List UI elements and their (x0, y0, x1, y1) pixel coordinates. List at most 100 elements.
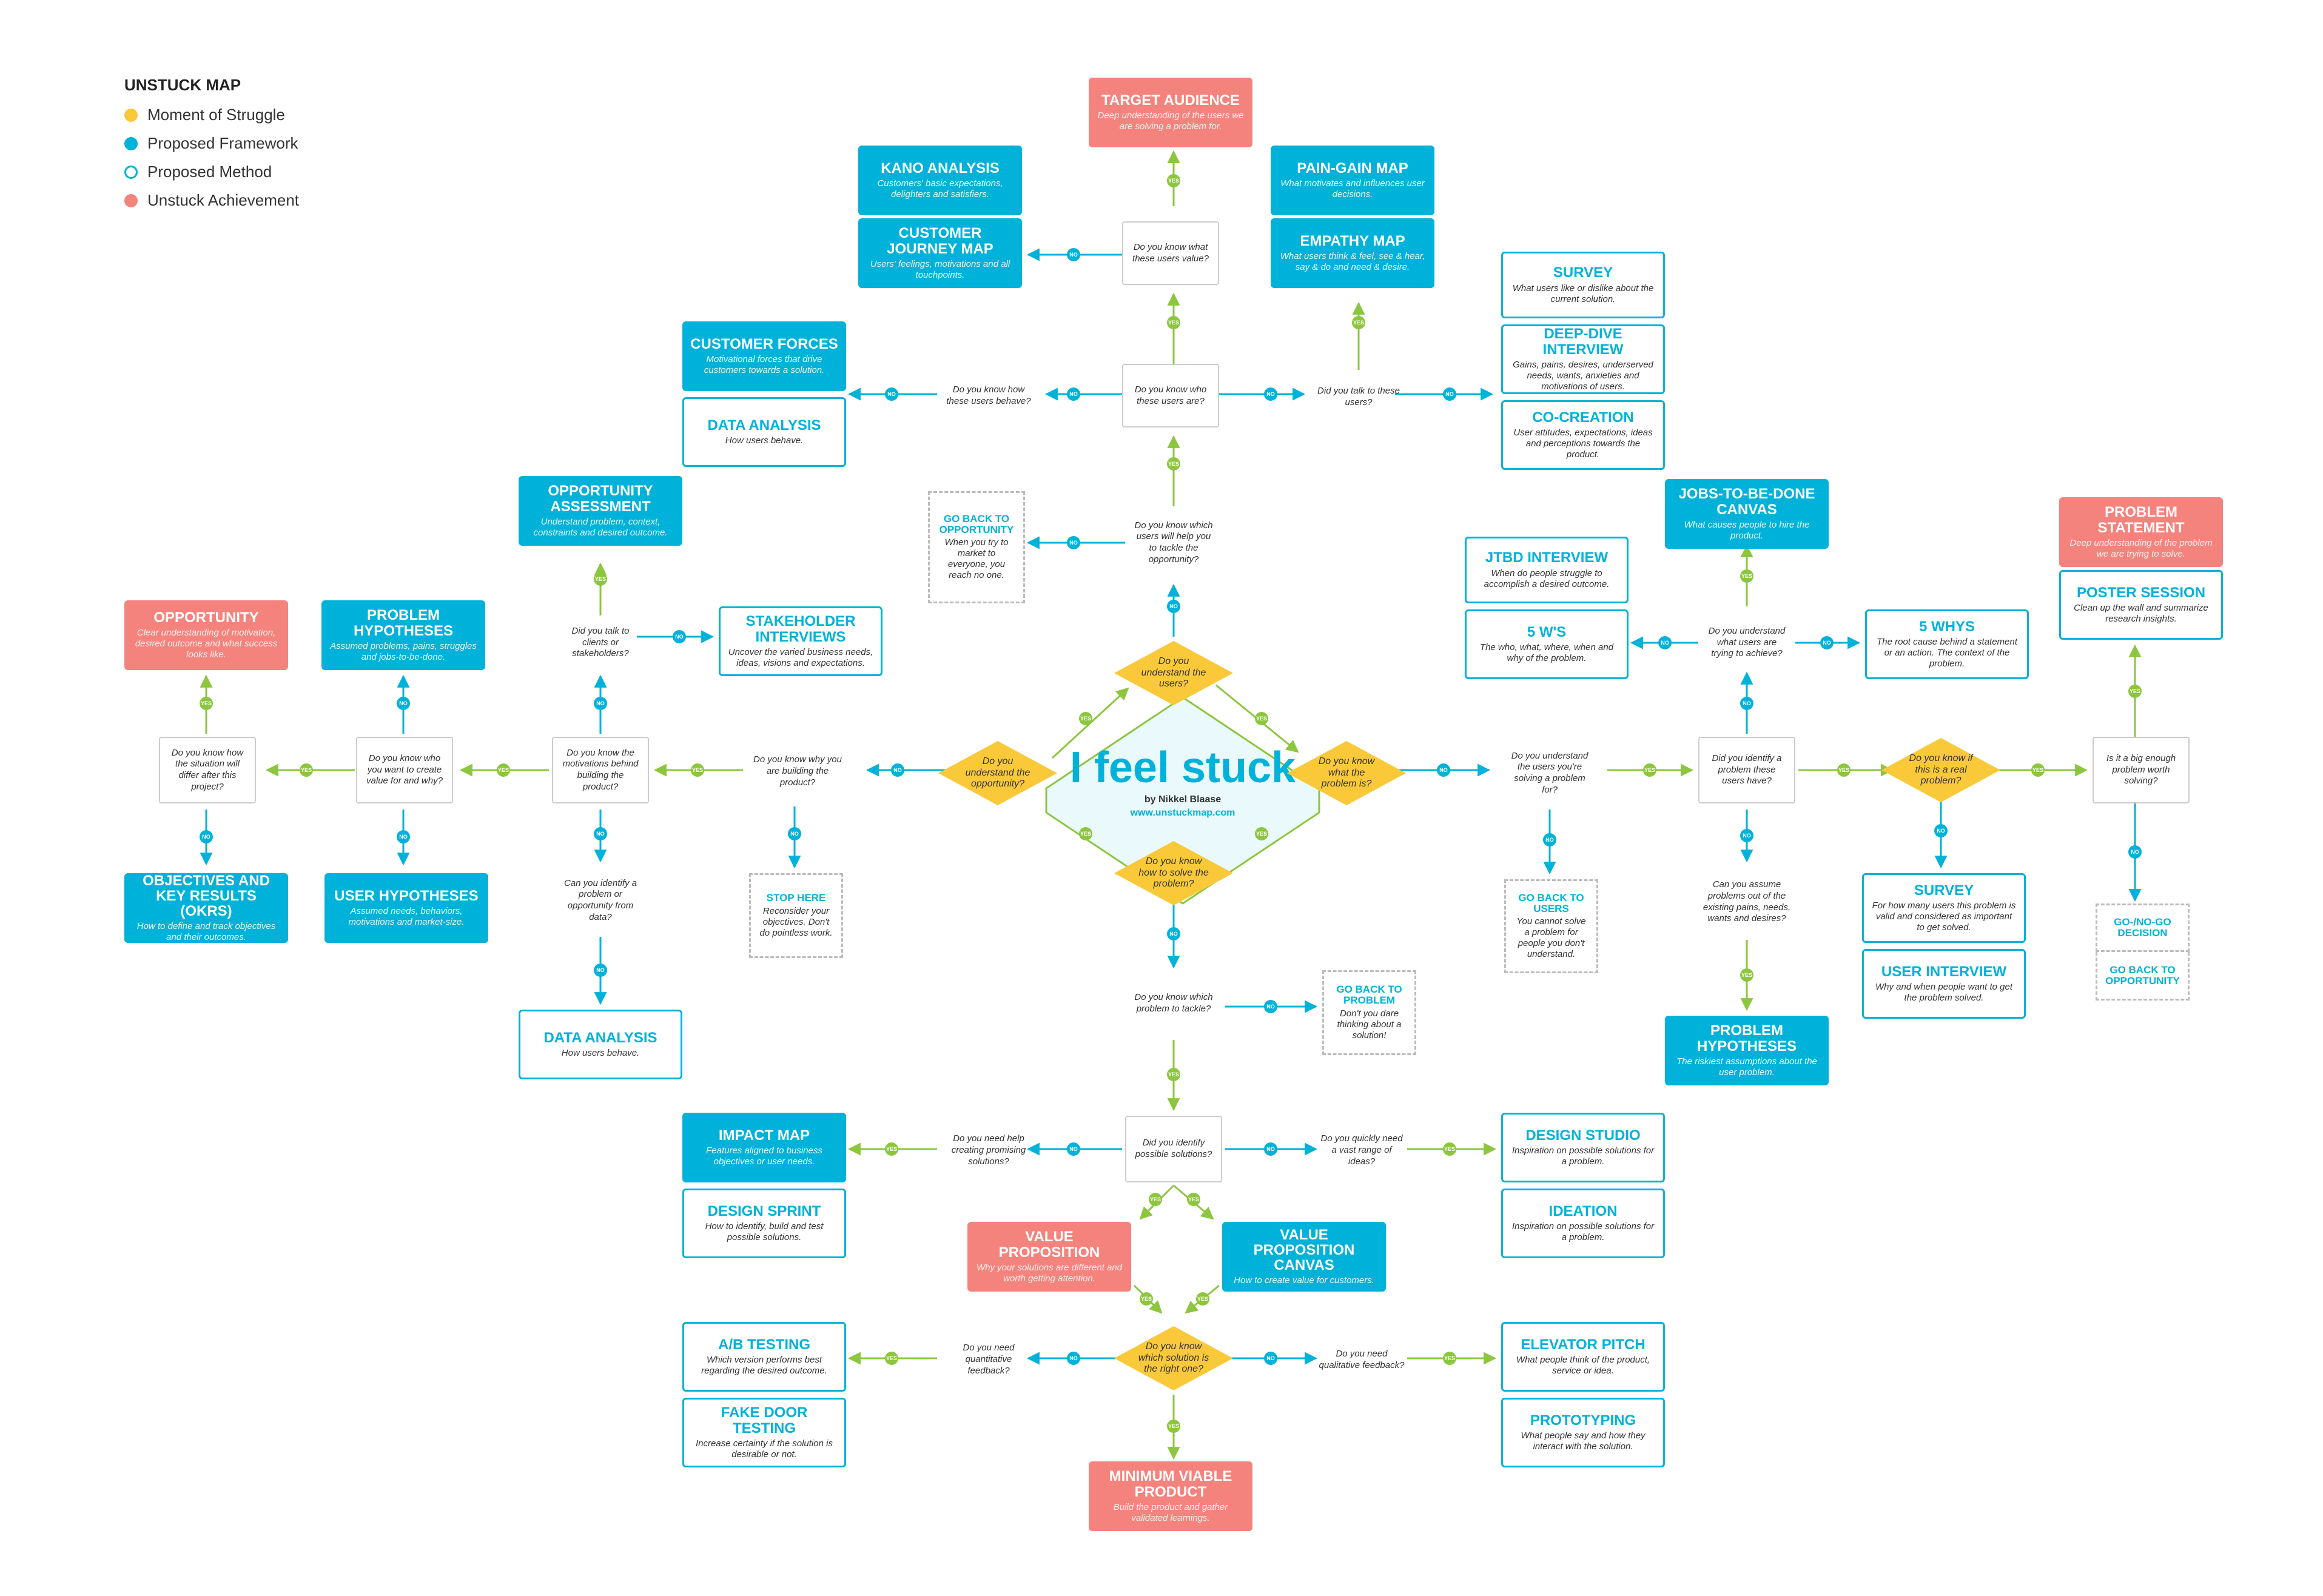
framework-impact-map[interactable]: IMPACT MAP Features aligned to business … (682, 1113, 846, 1182)
achievement-value-proposition[interactable]: VALUE PROPOSITION Why your solutions are… (967, 1222, 1131, 1292)
framework-kano-analysis[interactable]: KANO ANALYSIS Customers' basic expectati… (858, 146, 1022, 215)
yes-badge: YES (885, 1142, 898, 1156)
question-quickly[interactable]: Do you quickly need a vast range of idea… (1310, 1125, 1413, 1176)
yes-badge: YES (2128, 685, 2142, 698)
legend-title: UNSTUCK MAP (124, 76, 241, 94)
question-motivations[interactable]: Do you know the motivations behind build… (552, 737, 649, 803)
struggle-diamond-problem[interactable]: Do you know what the problem is? (1286, 740, 1407, 806)
framework-empathy-map[interactable]: EMPATHY MAP What users think & feel, see… (1271, 218, 1434, 288)
question-identify-data[interactable]: Can you identify a problem or opportunit… (549, 867, 652, 934)
no-badge: NO (1264, 1142, 1277, 1156)
question-possible-solutions[interactable]: Did you identify possible solutions? (1125, 1116, 1222, 1182)
go-back-users[interactable]: GO BACK TO USERS You cannot solve a prob… (1504, 879, 1598, 973)
framework-opportunity-assessment[interactable]: OPPORTUNITY ASSESSMENT Understand proble… (519, 476, 682, 546)
achievement-mvp[interactable]: MINIMUM VIABLE PRODUCT Build the product… (1089, 1461, 1252, 1531)
question-text: Is it a big enough problem worth solving… (2106, 753, 2176, 786)
framework-user-hypotheses[interactable]: USER HYPOTHESES Assumed needs, behaviors… (324, 873, 488, 943)
question-identify-problem[interactable]: Did you identify a problem these users h… (1698, 737, 1795, 803)
no-badge: NO (885, 387, 898, 401)
method-survey-top[interactable]: SURVEY What users like or dislike about … (1501, 252, 1665, 318)
method-five-whys[interactable]: 5 WHYS The root cause behind a statement… (1865, 609, 2029, 679)
question-big-enough[interactable]: Is it a big enough problem worth solving… (2093, 737, 2190, 803)
question-text: Do you know how the situation will diffe… (171, 747, 244, 792)
method-stakeholder-interviews[interactable]: STAKEHOLDER INTERVIEWS Uncover the varie… (719, 606, 882, 676)
go-back-opportunity-right[interactable]: GO BACK TO OPPORTUNITY (2096, 952, 2190, 1001)
question-quantitative[interactable]: Do you need quantitative feedback? (937, 1334, 1040, 1386)
method-co-creation[interactable]: CO-CREATION User attitudes, expectations… (1501, 400, 1665, 470)
node-desc: For how many users this problem is valid… (1872, 900, 2016, 933)
method-user-interview[interactable]: USER INTERVIEW Why and when people want … (1862, 949, 2026, 1019)
framework-problem-hypotheses-right[interactable]: PROBLEM HYPOTHESES The riskiest assumpti… (1665, 1016, 1829, 1085)
question-need-help[interactable]: Do you need help creating promising solu… (937, 1125, 1040, 1176)
diamond-text: Do you understand the opportunity? (965, 756, 1030, 790)
question-who[interactable]: Do you know who these users are? (1122, 364, 1219, 428)
method-jtbd-interview[interactable]: JTBD INTERVIEW When do people struggle t… (1465, 537, 1629, 603)
method-data-analysis-top[interactable]: DATA ANALYSIS How users behave. (682, 397, 846, 467)
framework-value-proposition-canvas[interactable]: VALUE PROPOSITION CANVAS How to create v… (1222, 1222, 1386, 1292)
question-text: Do you know how these users behave? (946, 384, 1031, 406)
method-elevator-pitch[interactable]: ELEVATOR PITCH What people think of the … (1501, 1322, 1665, 1392)
question-assume[interactable]: Can you assume problems out of the exist… (1692, 867, 1801, 937)
question-value[interactable]: Do you know what these users value? (1122, 221, 1219, 285)
question-behave[interactable]: Do you know how these users behave? (937, 370, 1040, 421)
node-desc: The who, what, where, when and why of th… (1479, 642, 1614, 664)
method-survey-right[interactable]: SURVEY For how many users this problem i… (1862, 873, 2026, 943)
achievement-problem-statement[interactable]: PROBLEM STATEMENT Deep understanding of … (2059, 497, 2223, 567)
struggle-diamond-right-solution[interactable]: Do you know which solution is the right … (1113, 1325, 1234, 1392)
node-title: TARGET AUDIENCE (1101, 92, 1240, 109)
question-understand-solving[interactable]: Do you understand the users you're solvi… (1498, 740, 1601, 806)
no-badge: NO (594, 697, 607, 710)
question-create-value[interactable]: Do you know who you want to create value… (356, 737, 453, 803)
go-no-go-decision[interactable]: GO-/NO-GO DECISION (2096, 904, 2190, 952)
framework-pain-gain-map[interactable]: PAIN-GAIN MAP What motivates and influen… (1271, 146, 1434, 215)
framework-customer-journey-map[interactable]: CUSTOMER JOURNEY MAP Users' feelings, mo… (858, 218, 1022, 288)
node-title: A/B TESTING (718, 1336, 810, 1353)
struggle-diamond-solve[interactable]: Do you know how to solve the problem? (1113, 840, 1234, 907)
stop-here[interactable]: STOP HERE Reconsider your objectives. Do… (749, 873, 843, 958)
method-fake-door-testing[interactable]: FAKE DOOR TESTING Increase certainty if … (682, 1398, 846, 1467)
no-badge: NO (1740, 697, 1753, 710)
no-badge: NO (891, 763, 904, 777)
no-badge: NO (594, 964, 607, 977)
question-why-building[interactable]: Do you know why you are building the pro… (746, 746, 849, 797)
go-back-problem[interactable]: GO BACK TO PROBLEM Don't you dare thinki… (1322, 970, 1416, 1055)
question-text: Do you need help creating promising solu… (951, 1133, 1026, 1167)
question-which-problem[interactable]: Do you know which problem to tackle? (1125, 973, 1222, 1034)
go-back-opportunity[interactable]: GO BACK TO OPPORTUNITY When you try to m… (928, 491, 1025, 603)
method-design-sprint[interactable]: DESIGN SPRINT How to identify, build and… (682, 1189, 846, 1258)
question-qualitative[interactable]: Do you need qualitative feedback? (1310, 1334, 1413, 1386)
question-talk-users[interactable]: Did you talk to these users? (1310, 376, 1407, 418)
method-deep-dive-interview[interactable]: DEEP-DIVE INTERVIEW Gains, pains, desire… (1501, 324, 1665, 394)
achievement-opportunity[interactable]: OPPORTUNITY Clear understanding of motiv… (124, 600, 288, 670)
question-text: Do you quickly need a vast range of idea… (1320, 1133, 1403, 1167)
struggle-diamond-real-problem[interactable]: Do you know if this is a real problem? (1880, 737, 2002, 803)
yes-badge: YES (594, 572, 607, 586)
framework-jtbd-canvas[interactable]: JOBS-TO-BE-DONE CANVAS What causes peopl… (1665, 479, 1829, 549)
method-ideation[interactable]: IDEATION Inspiration on possible solutio… (1501, 1189, 1665, 1258)
method-data-analysis-left[interactable]: DATA ANALYSIS How users behave. (519, 1010, 682, 1079)
achievement-target-audience[interactable]: TARGET AUDIENCE Deep understanding of th… (1089, 78, 1252, 147)
struggle-diamond-opportunity[interactable]: Do you understand the opportunity? (937, 740, 1058, 806)
method-five-ws[interactable]: 5 W's The who, what, where, when and why… (1465, 609, 1629, 679)
method-ab-testing[interactable]: A/B TESTING Which version performs best … (682, 1322, 846, 1392)
method-design-studio[interactable]: DESIGN STUDIO Inspiration on possible so… (1501, 1113, 1665, 1182)
node-title: DEEP-DIVE INTERVIEW (1542, 326, 1624, 358)
center-hub: I feel stuck by Nikkel Blaase www.unstuc… (1025, 685, 1340, 916)
question-trying[interactable]: Do you understand what users are trying … (1698, 609, 1795, 676)
no-badge: NO (200, 830, 213, 843)
framework-problem-hypotheses-left[interactable]: PROBLEM HYPOTHESES Assumed problems, pai… (321, 600, 485, 670)
question-which-users[interactable]: Do you know which users will help you to… (1125, 506, 1222, 579)
no-badge: NO (1543, 833, 1556, 847)
framework-okr[interactable]: OBJECTIVES AND KEY RESULTS (OKRs) How to… (124, 873, 288, 943)
method-poster-session[interactable]: POSTER SESSION Clean up the wall and sum… (2059, 570, 2223, 640)
node-desc: Understand problem, context, constraints… (533, 516, 668, 538)
struggle-diamond-users[interactable]: Do you understand the users? (1113, 640, 1234, 706)
question-talk-clients[interactable]: Did you talk to clients or stakeholders? (552, 615, 649, 670)
node-desc: How to define and track objectives and t… (136, 921, 276, 943)
method-prototyping[interactable]: PROTOTYPING What people say and how they… (1501, 1398, 1665, 1467)
center-url[interactable]: www.unstuckmap.com (1130, 808, 1235, 818)
question-situation[interactable]: Do you know how the situation will diffe… (159, 737, 256, 803)
framework-customer-forces[interactable]: CUSTOMER FORCES Motivational forces that… (682, 321, 846, 391)
yes-badge: YES (1079, 827, 1092, 840)
